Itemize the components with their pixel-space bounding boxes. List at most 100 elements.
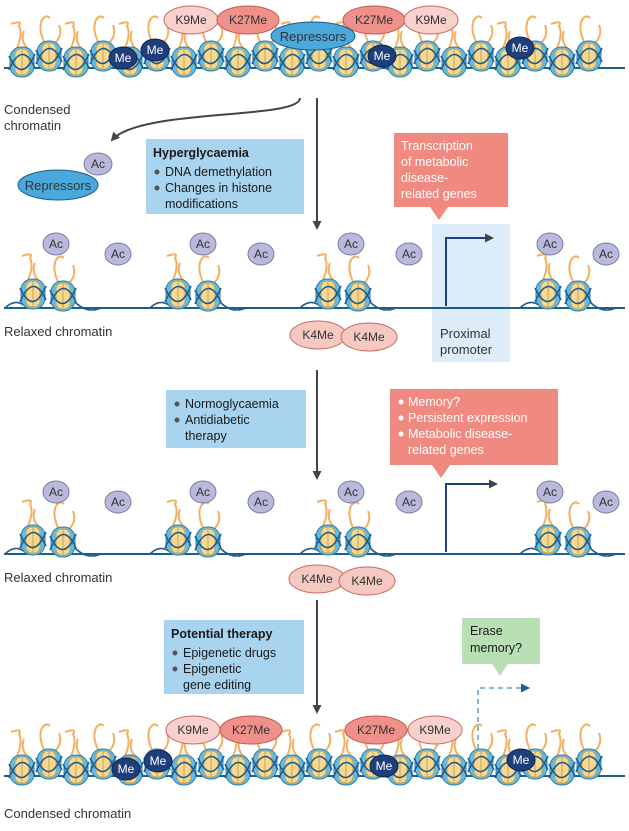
k27me-mark-bottom-left: K27Me [219, 715, 283, 745]
svg-text:Antidiabetic: Antidiabetic [185, 413, 250, 427]
svg-text:Ac: Ac [49, 237, 63, 251]
svg-text:Ac: Ac [254, 495, 268, 509]
svg-text:Ac: Ac [402, 495, 416, 509]
k9me-mark-top-right: K9Me [403, 5, 459, 35]
svg-text:therapy: therapy [185, 429, 227, 443]
svg-text:Ac: Ac [111, 495, 125, 509]
svg-text:Metabolic disease-: Metabolic disease- [408, 427, 512, 441]
row2-ac-marks: Ac Ac Ac Ac Ac Ac Ac Ac [42, 232, 620, 266]
svg-text:Me: Me [147, 43, 164, 57]
nucleosome [278, 729, 306, 786]
svg-text:Hyperglycaemia: Hyperglycaemia [153, 146, 250, 160]
row3-k4me-marks: K4Me K4Me [288, 564, 396, 596]
nucleosome [467, 723, 495, 780]
condensed-chromatin-bottom-label: Condensed chromatin [4, 806, 131, 821]
svg-text:Proximal: Proximal [440, 326, 491, 341]
svg-text:Changes in histone: Changes in histone [165, 181, 272, 195]
k4me-mark-r3-1: K4Me [288, 564, 346, 594]
nucleosome [35, 723, 63, 780]
svg-text:K27Me: K27Me [232, 723, 270, 737]
svg-text:Condensed: Condensed [4, 102, 71, 117]
svg-text:promoter: promoter [440, 342, 493, 357]
svg-text:Memory?: Memory? [408, 395, 460, 409]
svg-text:Ac: Ac [111, 247, 125, 261]
bottom-marks: K9Me K27Me K27Me K9Me Me Me Me Me [111, 715, 536, 781]
ac-mark-r2-6: Ac [395, 242, 423, 266]
svg-text:Erase: Erase [470, 624, 503, 638]
nucleosome [8, 729, 36, 786]
nucleosome [305, 723, 333, 780]
svg-text:memory?: memory? [470, 641, 522, 655]
ac-mark-r2-4: Ac [247, 242, 275, 266]
svg-text:Me: Me [115, 51, 132, 65]
svg-text:K9Me: K9Me [419, 723, 451, 737]
svg-text:Ac: Ac [543, 237, 557, 251]
svg-text:Ac: Ac [344, 485, 358, 499]
nucleosome [170, 21, 198, 78]
nucleosome [197, 723, 225, 780]
svg-text:K27Me: K27Me [357, 723, 395, 737]
k4me-mark-r3-2: K4Me [338, 566, 396, 596]
row2-k4me-marks: K4Me K4Me [289, 320, 398, 352]
svg-text:DNA demethylation: DNA demethylation [165, 165, 272, 179]
me-mark-bottom-3: Me [369, 754, 399, 778]
me-mark-bottom-1: Me [111, 757, 141, 781]
silenced-transcription-arrow [477, 683, 530, 758]
ac-mark-r2-5: Ac [337, 232, 365, 256]
ac-mark-r2-1: Ac [42, 232, 70, 256]
nucleosome [332, 729, 360, 786]
released-repressors: Repressors Ac [17, 152, 113, 201]
ac-mark-r3-1: Ac [42, 480, 70, 504]
relaxed-chromatin-1 [4, 253, 625, 312]
svg-text:Repressors: Repressors [25, 178, 92, 193]
svg-text:K4Me: K4Me [353, 330, 385, 344]
nucleosome [49, 255, 77, 312]
memory-callout: Memory? Persistent expression Metabolic … [390, 389, 558, 478]
ac-mark-r3-5: Ac [337, 480, 365, 504]
transcription-start-arrow-2 [445, 479, 498, 552]
svg-text:Repressors: Repressors [280, 29, 347, 44]
ac-mark-r3-6: Ac [395, 490, 423, 514]
svg-text:Me: Me [150, 754, 167, 768]
nucleosome [575, 15, 603, 72]
me-mark-top-4: Me [505, 36, 535, 60]
nucleosome [548, 21, 576, 78]
nucleosome [197, 15, 225, 72]
svg-text:K9Me: K9Me [175, 13, 207, 27]
nucleosome [344, 255, 372, 312]
svg-text:Ac: Ac [254, 247, 268, 261]
ac-mark-r2-2: Ac [104, 242, 132, 266]
potential-therapy-box: Potential therapy Epigenetic drugs Epige… [164, 620, 304, 694]
svg-text:Ac: Ac [599, 247, 613, 261]
k27me-mark-top-left: K27Me [216, 5, 280, 35]
svg-text:K9Me: K9Me [177, 723, 209, 737]
nucleosome [278, 21, 306, 78]
me-mark-bottom-2: Me [143, 749, 173, 773]
k9me-mark-bottom-left: K9Me [165, 715, 221, 745]
ac-mark-r2-3: Ac [189, 232, 217, 256]
nucleosome [314, 253, 342, 310]
svg-text:K4Me: K4Me [351, 574, 383, 588]
nucleosome [332, 21, 360, 78]
svg-text:Epigenetic drugs: Epigenetic drugs [183, 646, 276, 660]
svg-text:Me: Me [118, 762, 135, 776]
hyperglycaemia-box: Hyperglycaemia DNA demethylation Changes… [146, 139, 304, 214]
nucleosome [575, 723, 603, 780]
relaxed-chromatin-label-2: Relaxed chromatin [4, 570, 112, 585]
svg-text:chromatin: chromatin [4, 118, 61, 133]
normoglycaemia-box: Normoglycaemia Antidiabetic therapy [166, 390, 306, 448]
nucleosome [564, 501, 592, 558]
svg-text:Transcription: Transcription [401, 139, 473, 153]
nucleosome [19, 253, 47, 310]
k9me-mark-bottom-right: K9Me [407, 715, 463, 745]
relaxed-chromatin-label-1: Relaxed chromatin [4, 324, 112, 339]
svg-text:Me: Me [376, 759, 393, 773]
relaxed-chromatin-2 [4, 499, 625, 558]
svg-text:Me: Me [513, 753, 530, 767]
nucleosome [564, 255, 592, 312]
svg-text:Ac: Ac [196, 237, 210, 251]
ac-mark-r3-3: Ac [189, 480, 217, 504]
ac-mark-r3-4: Ac [247, 490, 275, 514]
me-mark-top-2: Me [140, 38, 170, 62]
